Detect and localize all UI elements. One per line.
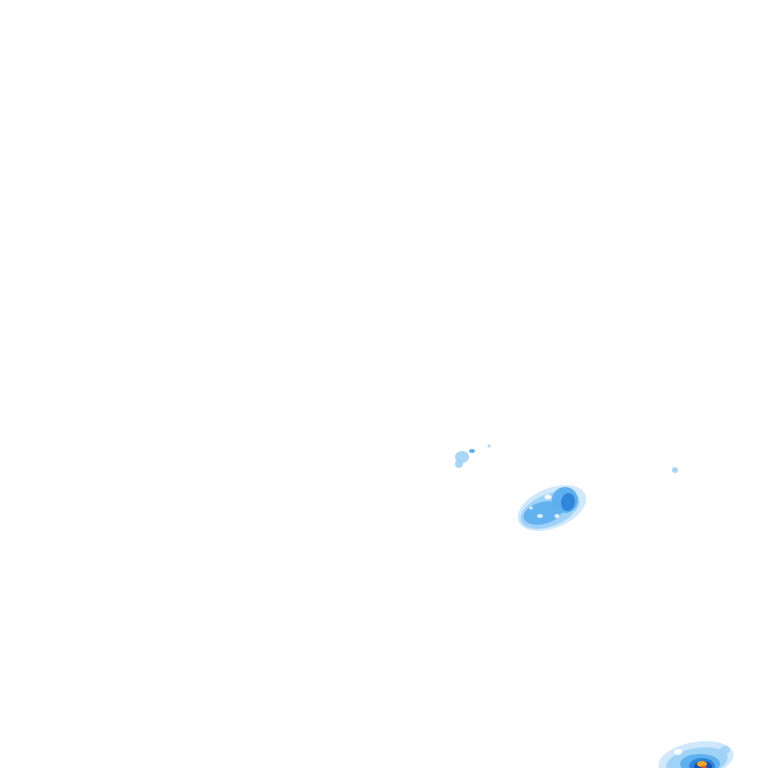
- echo-extreme: [701, 765, 707, 768]
- echo-medium: [523, 501, 563, 525]
- echo-hole: [554, 514, 560, 518]
- echo-hole: [674, 749, 682, 755]
- echo-light: [455, 451, 469, 463]
- precipitation-echoes: [455, 444, 734, 768]
- echo-medium: [469, 449, 475, 453]
- small-echo-left: [455, 444, 491, 468]
- echo-strong: [560, 493, 576, 511]
- echo-heavy: [697, 761, 707, 767]
- bottom-right-cell: [658, 741, 734, 768]
- echo-hole: [537, 514, 543, 518]
- central-cell: [517, 485, 587, 531]
- echo-light: [672, 467, 678, 473]
- tiny-echo-right: [672, 467, 678, 473]
- echo-hole: [529, 506, 533, 510]
- echo-light: [487, 444, 491, 448]
- echo-light: [455, 460, 463, 468]
- echo-hole: [544, 494, 552, 500]
- echo-light: [720, 746, 730, 754]
